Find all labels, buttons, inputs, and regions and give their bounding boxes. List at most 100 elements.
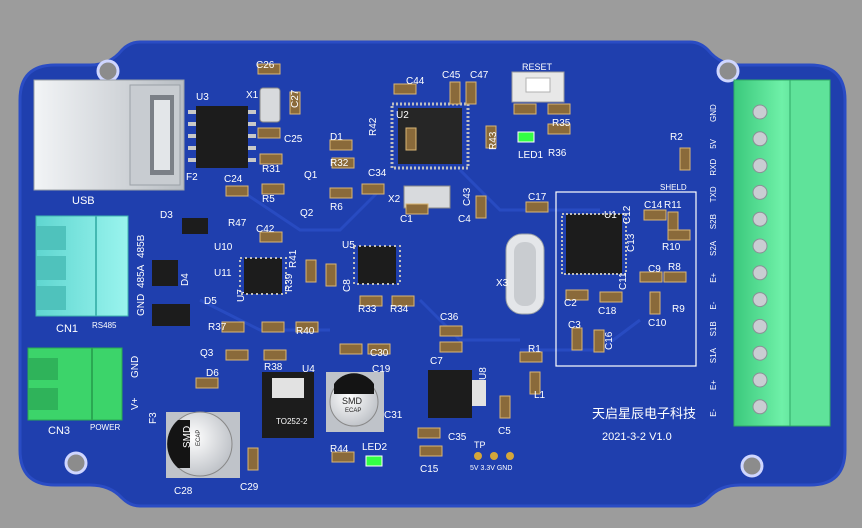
ic-u7 bbox=[239, 257, 287, 295]
designator-r40: R40 bbox=[296, 326, 315, 337]
designator-c1: C1 bbox=[400, 214, 413, 225]
designator-c28: C28 bbox=[174, 486, 193, 497]
designator-r8: R8 bbox=[668, 262, 681, 273]
terminal-screw bbox=[752, 399, 768, 415]
smd-component bbox=[405, 203, 429, 215]
smd-component bbox=[475, 195, 487, 219]
smd-component bbox=[257, 63, 281, 75]
smd-component bbox=[513, 103, 537, 115]
designator-led1: LED1 bbox=[518, 150, 543, 161]
designator-c27: C27 bbox=[290, 89, 301, 108]
designator-x1: X1 bbox=[246, 90, 259, 101]
terminal-screw bbox=[752, 184, 768, 200]
smd-component bbox=[419, 445, 443, 457]
designator-c9: C9 bbox=[648, 264, 661, 275]
smd-component bbox=[359, 295, 383, 307]
terminal-pin-label: E+ bbox=[709, 380, 718, 390]
designator-c45: C45 bbox=[442, 70, 461, 81]
terminal-pin-label: S1B bbox=[709, 321, 718, 336]
terminal-screw bbox=[752, 158, 768, 174]
label-f3: F3 bbox=[148, 412, 159, 424]
designator-c11: C11 bbox=[618, 272, 629, 290]
designator-c36: C36 bbox=[440, 312, 459, 323]
designator-q1: Q1 bbox=[304, 170, 318, 181]
reset-button: RESET bbox=[511, 62, 565, 103]
designator-u4: U4 bbox=[302, 364, 315, 375]
smd-component bbox=[261, 321, 285, 333]
designator-u1: U1 bbox=[604, 210, 617, 221]
terminal-screw bbox=[752, 131, 768, 147]
smd-component bbox=[565, 289, 589, 301]
designator-c47: C47 bbox=[470, 70, 489, 81]
smd-component bbox=[325, 263, 337, 287]
designator-d1: D1 bbox=[330, 132, 343, 143]
smd-component bbox=[263, 349, 287, 361]
smd-component bbox=[225, 349, 249, 361]
designator-r2: R2 bbox=[670, 132, 683, 143]
capacitor-c31: SMD ECAP bbox=[326, 372, 384, 432]
terminal-screw bbox=[752, 238, 768, 254]
c31-smd-text: SMD bbox=[342, 396, 363, 406]
designator-r1: R1 bbox=[528, 344, 541, 355]
smd-component bbox=[221, 321, 245, 333]
designator-c25: C25 bbox=[284, 134, 303, 145]
smd-component bbox=[339, 343, 363, 355]
smd-component bbox=[361, 183, 385, 195]
cn1-pin-485a: 485A bbox=[136, 264, 147, 288]
cn1-label: CN1 bbox=[56, 323, 78, 335]
smd-component bbox=[571, 327, 583, 351]
terminal-screw bbox=[752, 292, 768, 308]
smd-component bbox=[667, 229, 691, 241]
designator-r36: R36 bbox=[548, 148, 567, 159]
terminal-pin-label: E+ bbox=[709, 272, 718, 282]
led1 bbox=[517, 131, 535, 143]
designator-c26: C26 bbox=[256, 60, 275, 71]
smd-component bbox=[649, 291, 661, 315]
designator-c31: C31 bbox=[384, 410, 403, 421]
diodes bbox=[152, 218, 208, 326]
smd-component bbox=[593, 329, 605, 353]
designator-u2: U2 bbox=[396, 110, 409, 121]
designator-u7: U7 bbox=[236, 289, 247, 302]
cn3-pin-vplus: V+ bbox=[130, 397, 141, 410]
smd-component bbox=[331, 157, 355, 169]
ic-u8-regulator bbox=[428, 370, 486, 418]
smd-component bbox=[259, 153, 283, 165]
designator-r9: R9 bbox=[672, 304, 685, 315]
designator-q2: Q2 bbox=[300, 208, 314, 219]
smd-component bbox=[499, 395, 511, 419]
designator-c8: C8 bbox=[342, 279, 353, 292]
tp-label: TP bbox=[474, 440, 486, 450]
terminal-pin-label: TXD bbox=[709, 186, 718, 202]
smd-component bbox=[225, 185, 249, 197]
smd-component bbox=[257, 127, 281, 139]
designator-r33: R33 bbox=[358, 304, 377, 315]
designator-c18: C18 bbox=[598, 306, 617, 317]
cn3-pin-gnd: GND bbox=[130, 356, 141, 378]
terminal-pin-label: S2B bbox=[709, 214, 718, 229]
tp-pins-label: 5V 3.3V GND bbox=[470, 465, 512, 472]
designator-u8: U8 bbox=[478, 367, 489, 380]
terminal-pin-label: S2A bbox=[709, 240, 718, 256]
designator-u3: U3 bbox=[196, 92, 209, 103]
terminal-screw bbox=[752, 104, 768, 120]
designator-c43: C43 bbox=[462, 187, 473, 206]
smd-component bbox=[329, 139, 353, 151]
smd-passives bbox=[195, 63, 691, 471]
terminal-screw bbox=[752, 318, 768, 334]
designator-q3: Q3 bbox=[200, 348, 214, 359]
terminal-screw bbox=[752, 265, 768, 281]
designator-c30: C30 bbox=[370, 348, 389, 359]
designator-c10: C10 bbox=[648, 318, 667, 329]
terminal-pin-label: S1A bbox=[709, 347, 718, 363]
crystal-x1 bbox=[259, 87, 281, 123]
smd-component bbox=[367, 343, 391, 355]
usb-label: USB bbox=[72, 195, 95, 207]
cn1-pin-gnd: GND bbox=[136, 294, 147, 316]
designator-c2: C2 bbox=[564, 298, 577, 309]
terminal-pin-label: RXD bbox=[709, 158, 718, 175]
designator-c15: C15 bbox=[420, 464, 439, 475]
designator-c5: C5 bbox=[498, 426, 511, 437]
smd-component bbox=[519, 351, 543, 363]
designator-c13: C13 bbox=[626, 233, 637, 252]
